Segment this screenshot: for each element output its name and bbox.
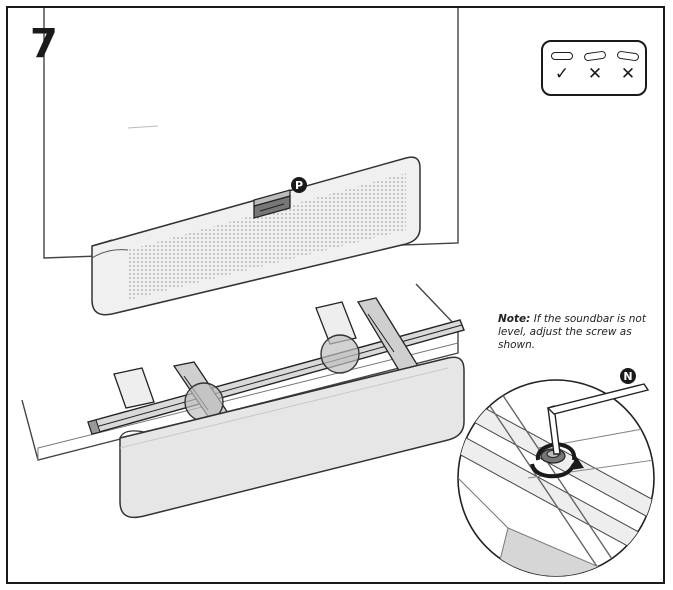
cross-icon: ✕ bbox=[587, 64, 603, 84]
step-number: 7 bbox=[30, 21, 58, 67]
svg-text:P: P bbox=[295, 179, 303, 192]
bracket-clip-p bbox=[253, 189, 291, 219]
zoom-detail bbox=[457, 379, 655, 577]
level-legend: ✓ ✕ ✕ bbox=[541, 40, 647, 96]
legend-level-correct: ✓ bbox=[547, 48, 577, 92]
adjust-point-right bbox=[320, 334, 360, 374]
soundbar-tilted-icon bbox=[583, 50, 607, 62]
callout-n-icon: N bbox=[620, 368, 636, 384]
svg-text:N: N bbox=[623, 370, 632, 383]
tv-flat-outline bbox=[21, 283, 459, 461]
callout-p-icon: P bbox=[291, 177, 307, 193]
soundbar-upper bbox=[91, 156, 421, 316]
legend-level-wrong-2: ✕ bbox=[613, 48, 643, 92]
cross-icon: ✕ bbox=[620, 64, 636, 84]
soundbar-tilted-icon bbox=[616, 50, 640, 62]
soundbar-lower bbox=[119, 356, 465, 519]
note-label: Note: bbox=[498, 313, 531, 325]
assembly-illustration: P bbox=[21, 8, 655, 577]
hex-key-icon bbox=[546, 383, 650, 455]
soundbar-level-icon bbox=[551, 52, 573, 60]
check-icon: ✓ bbox=[554, 64, 570, 84]
instruction-frame: P bbox=[6, 6, 665, 584]
adjust-note: Note: If the soundbar is not level, adju… bbox=[498, 313, 663, 352]
bracket-right bbox=[315, 297, 419, 373]
note-text: If the soundbar is not level, adjust the… bbox=[498, 313, 646, 351]
legend-level-wrong-1: ✕ bbox=[580, 48, 610, 92]
